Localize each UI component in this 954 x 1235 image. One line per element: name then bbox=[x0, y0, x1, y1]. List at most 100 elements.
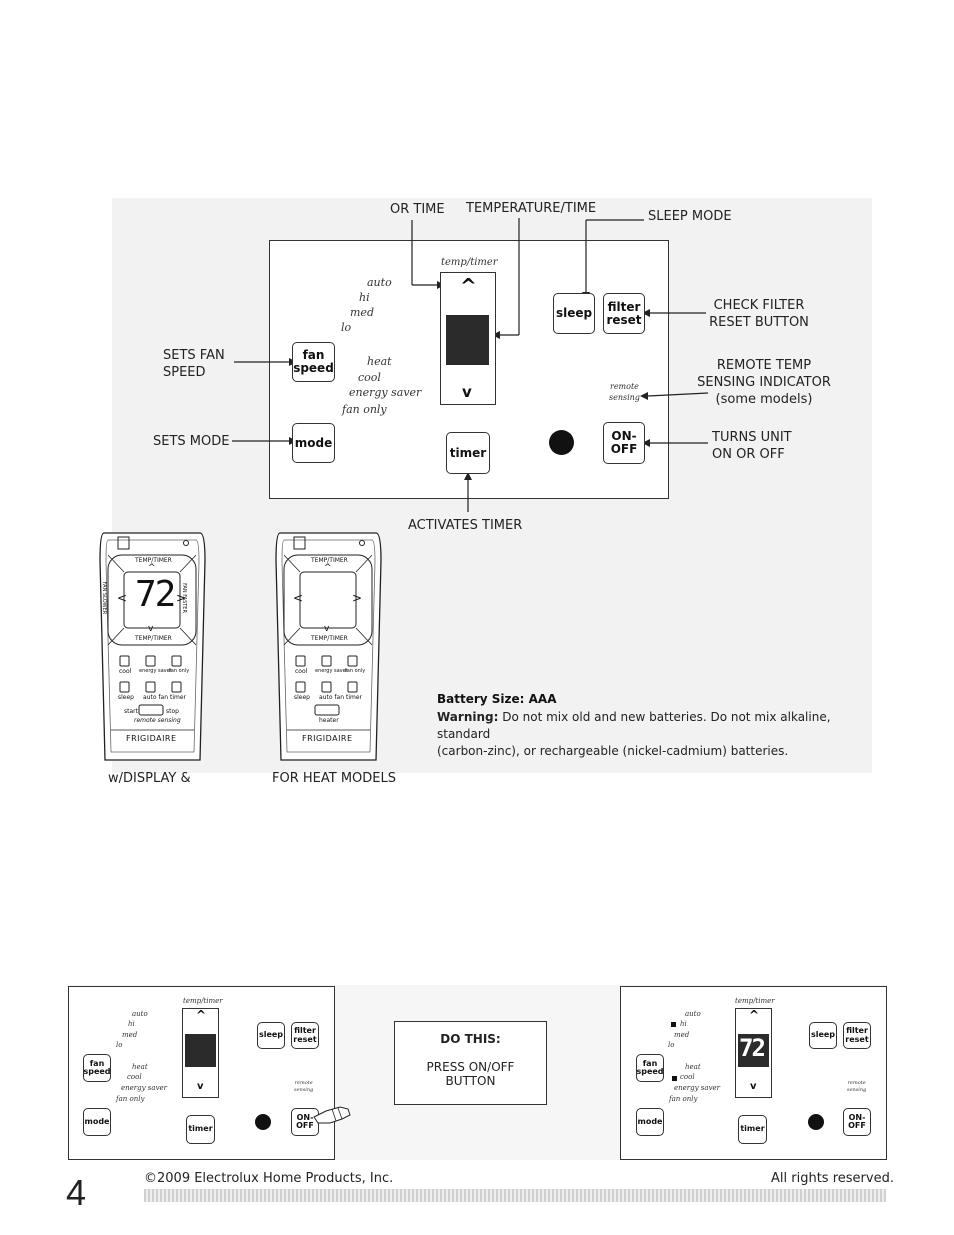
remote-sensing-indicator-label: remote sensing bbox=[609, 381, 640, 403]
mini-right-hi: hi bbox=[680, 1020, 687, 1028]
remote-right-up-arrow-icon[interactable]: ^ bbox=[324, 563, 332, 573]
mini-right-fan-only: fan only bbox=[669, 1095, 698, 1103]
timer-button[interactable]: timer bbox=[446, 432, 490, 474]
remote-left-up-arrow-icon[interactable]: ^ bbox=[148, 563, 156, 573]
remote-right-less-arrow-icon[interactable]: < bbox=[293, 591, 304, 605]
sleep-button[interactable]: sleep bbox=[553, 293, 595, 334]
remote-sensor-dot bbox=[549, 430, 574, 455]
callout-or-time: OR TIME bbox=[390, 202, 445, 217]
mode-cool: cool bbox=[358, 371, 381, 384]
on-off-label2: OFF bbox=[610, 442, 638, 456]
fan-speed-button[interactable]: fan speed bbox=[292, 342, 335, 382]
mini-right-down-arrow-icon[interactable]: v bbox=[750, 1081, 757, 1092]
footer-rule bbox=[144, 1189, 886, 1202]
mini-left-remote-sensing-line2: sensing bbox=[294, 1087, 314, 1093]
remote-right-caption: FOR HEAT MODELS bbox=[272, 771, 396, 786]
remote-right-auto-fan: auto fan bbox=[319, 694, 345, 701]
mini-left-fan-speed-button[interactable]: fan speed bbox=[83, 1054, 111, 1082]
mini-right-med: med bbox=[674, 1031, 690, 1039]
callout-sets-fan: SETS FAN SPEED bbox=[163, 347, 225, 381]
remote-left-fan-faster: FAN FASTER bbox=[180, 583, 187, 613]
mini-right-up-arrow-icon[interactable]: ^ bbox=[749, 1008, 760, 1022]
remote-right-cool: cool bbox=[295, 668, 308, 675]
mini-right-remote-sensing-line1: remote bbox=[847, 1080, 866, 1086]
remote-left-timer: timer bbox=[170, 694, 187, 701]
callout-turns-unit-line1: TURNS UNIT bbox=[712, 430, 792, 445]
battery-warning-text: Do not mix old and new batteries. Do not… bbox=[437, 710, 831, 741]
mini-right-fan-label2: speed bbox=[636, 1067, 664, 1076]
fan-speed-lo: lo bbox=[341, 321, 352, 334]
mini-left-lo: lo bbox=[116, 1041, 123, 1049]
remote-left-remote-sensing: remote sensing bbox=[134, 717, 181, 724]
mini-right-sleep-button[interactable]: sleep bbox=[809, 1022, 837, 1049]
remote-left-caption: w/DISPLAY & bbox=[108, 771, 191, 786]
remote-left-stop: stop bbox=[166, 708, 179, 715]
callout-activates-timer: ACTIVATES TIMER bbox=[408, 518, 523, 533]
mini-left-on-label1: ON- bbox=[296, 1112, 314, 1122]
mini-left-display bbox=[182, 1008, 219, 1098]
mini-right-heat: heat bbox=[685, 1063, 701, 1071]
callout-check-filter-line1: CHECK FILTER bbox=[713, 298, 805, 313]
mini-left-med: med bbox=[122, 1031, 138, 1039]
mini-left-heat: heat bbox=[132, 1063, 148, 1071]
mini-right-fan-label1: fan bbox=[642, 1058, 658, 1068]
temp-timer-display bbox=[440, 272, 496, 405]
mini-left-remote-sensing: remote sensing bbox=[294, 1080, 313, 1094]
mini-left-fan-only: fan only bbox=[116, 1095, 145, 1103]
remote-right-sleep: sleep bbox=[294, 694, 310, 701]
mini-left-on-off-button[interactable]: ON- OFF bbox=[291, 1108, 319, 1136]
battery-warning-text2: (carbon-zinc), or rechargeable (nickel-c… bbox=[437, 744, 789, 758]
mini-left-display-label: temp/timer bbox=[183, 997, 223, 1005]
on-off-button[interactable]: ON- OFF bbox=[603, 422, 645, 464]
mini-right-remote-sensing: remote sensing bbox=[847, 1080, 866, 1094]
mode-button[interactable]: mode bbox=[292, 423, 335, 463]
battery-warning-label: Warning: bbox=[437, 710, 499, 724]
mini-right-display-value: 72 bbox=[739, 1034, 766, 1062]
mini-left-down-arrow-icon[interactable]: v bbox=[197, 1081, 204, 1092]
mini-left-sleep-button[interactable]: sleep bbox=[257, 1022, 285, 1049]
filter-reset-label1: filter bbox=[607, 299, 641, 314]
rights-reserved: All rights reserved. bbox=[771, 1171, 894, 1186]
fan-speed-button-label2: speed bbox=[293, 361, 334, 375]
mini-right-sensor-dot bbox=[808, 1114, 824, 1130]
mini-right-filter-label1: filter bbox=[846, 1026, 868, 1036]
remote-left-start: start bbox=[124, 708, 138, 715]
down-arrow-icon[interactable]: v bbox=[462, 383, 472, 401]
mini-left-filter-label1: filter bbox=[294, 1026, 316, 1036]
remote-left-greater-arrow-icon[interactable]: > bbox=[176, 591, 187, 605]
mini-left-up-arrow-icon[interactable]: ^ bbox=[196, 1008, 207, 1022]
mini-right-filter-reset-button[interactable]: filter reset bbox=[843, 1022, 871, 1049]
fan-speed-hi: hi bbox=[359, 291, 370, 304]
mini-left-timer-button[interactable]: timer bbox=[186, 1115, 215, 1144]
remote-right-greater-arrow-icon[interactable]: > bbox=[352, 591, 363, 605]
callout-temperature-time: TEMPERATURE/TIME bbox=[466, 201, 597, 216]
fan-speed-button-label1: fan bbox=[302, 348, 325, 363]
mini-left-mode-button[interactable]: mode bbox=[83, 1108, 111, 1136]
mini-left-filter-reset-button[interactable]: filter reset bbox=[291, 1022, 319, 1049]
mini-right-on-off-button[interactable]: ON- OFF bbox=[843, 1108, 871, 1136]
mini-left-on-label2: OFF bbox=[296, 1121, 314, 1130]
mini-right-energy-saver: energy saver bbox=[674, 1084, 721, 1092]
callout-remote-temp: REMOTE TEMP SENSING INDICATOR (some mode… bbox=[696, 357, 832, 408]
mode-heat: heat bbox=[367, 355, 392, 368]
mini-right-remote-sensing-line2: sensing bbox=[847, 1087, 867, 1093]
do-this-box: DO THIS: PRESS ON/OFF BUTTON bbox=[394, 1021, 547, 1105]
mini-right-timer-button[interactable]: timer bbox=[738, 1115, 767, 1144]
mini-right-on-label1: ON- bbox=[848, 1112, 866, 1122]
mini-right-fan-speed-button[interactable]: fan speed bbox=[636, 1054, 664, 1082]
mode-energy-saver: energy saver bbox=[349, 386, 422, 399]
remote-right-timer: timer bbox=[346, 694, 363, 701]
remote-left-down-arrow-icon[interactable]: v bbox=[148, 624, 154, 634]
mini-right-auto: auto bbox=[685, 1010, 701, 1018]
remote-right-temp-timer-top: TEMP/TIMER bbox=[311, 557, 348, 564]
up-arrow-icon[interactable]: ^ bbox=[460, 274, 477, 298]
callout-sleep-mode: SLEEP MODE bbox=[648, 209, 732, 224]
filter-reset-button[interactable]: filter reset bbox=[603, 293, 645, 334]
page-number: 4 bbox=[66, 1172, 87, 1213]
remote-right-down-arrow-icon[interactable]: v bbox=[324, 624, 330, 634]
remote-left-fan-slower: FAN SLOWER bbox=[101, 581, 108, 615]
remote-left-less-arrow-icon[interactable]: < bbox=[117, 591, 128, 605]
remote-right-temp-timer-bottom: TEMP/TIMER bbox=[311, 635, 348, 642]
mini-right-mode-button[interactable]: mode bbox=[636, 1108, 664, 1136]
